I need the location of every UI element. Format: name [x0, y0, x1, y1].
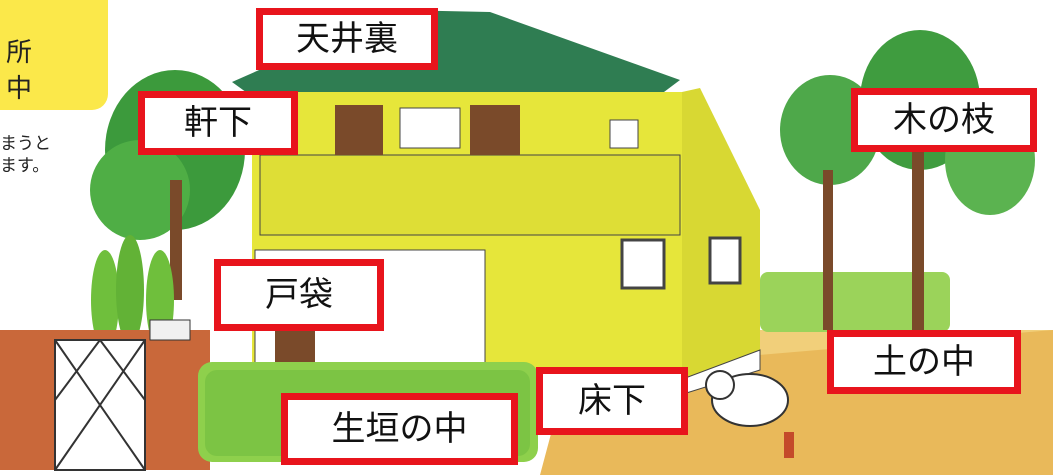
label-under-floor: 床下 [536, 367, 688, 435]
house-body [252, 88, 761, 396]
side-panel: 所 中 [0, 0, 108, 110]
post [784, 432, 794, 458]
roof [232, 10, 680, 95]
side-note-line1: まうと [0, 134, 51, 154]
label-eaves: 軒下 [138, 91, 298, 155]
back-hedge [760, 272, 950, 332]
label-door-pocket: 戸袋 [214, 259, 384, 331]
label-underground: 土の中 [827, 330, 1021, 394]
side-note-line2: ます。 [0, 156, 50, 176]
brick-wall [0, 319, 210, 471]
label-tree-branch: 木の枝 [851, 88, 1037, 152]
label-inside-hedge: 生垣の中 [281, 393, 518, 465]
side-panel-line2: 中 [6, 74, 33, 104]
side-panel-line1: 所 [6, 38, 33, 68]
label-attic: 天井裏 [256, 8, 438, 70]
side-note: まうと ます。 [0, 133, 51, 177]
dog-figure [705, 370, 789, 427]
